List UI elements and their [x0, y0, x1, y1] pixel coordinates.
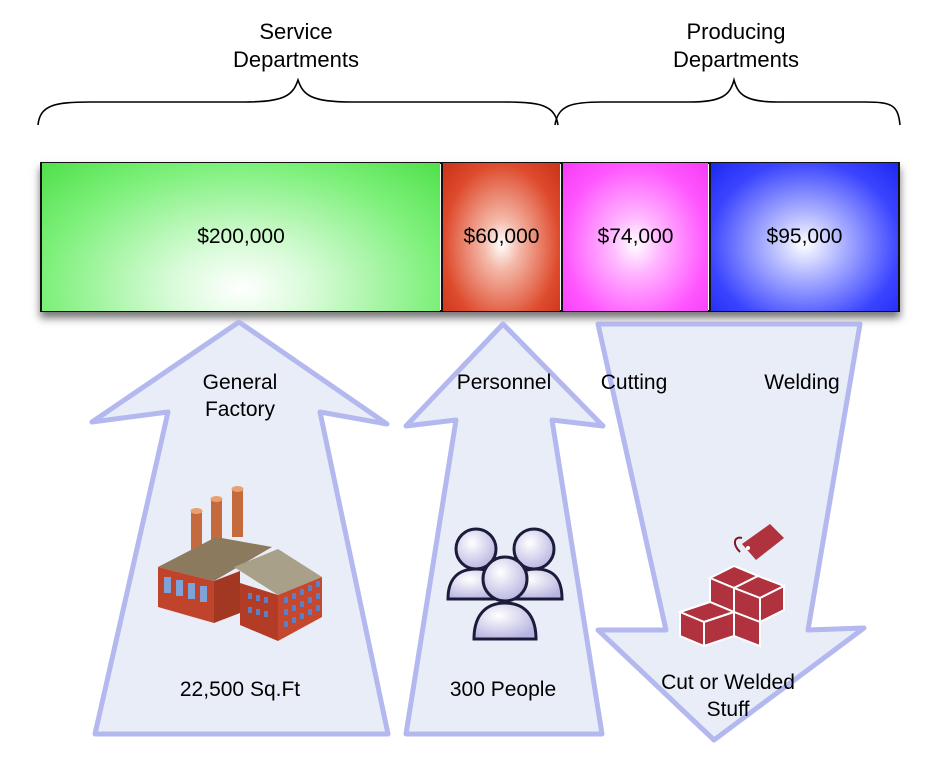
- segment-personnel: $60,000: [441, 163, 560, 311]
- segment-value: $200,000: [197, 225, 285, 248]
- factory-icon: [158, 486, 322, 641]
- producing-down-arrow: [595, 321, 867, 743]
- general-factory-label: General Factory: [202, 371, 278, 421]
- segment-value: $95,000: [766, 225, 843, 248]
- personnel-basis: 300 People: [449, 678, 557, 701]
- producing-departments-header: Producing Departments: [673, 19, 799, 72]
- producing-brace: [554, 76, 901, 126]
- general-factory-basis: 22,500 Sq.Ft: [179, 678, 301, 701]
- people-icon: [446, 527, 564, 641]
- segment-value: $74,000: [597, 225, 674, 248]
- gift-boxes-icon: [677, 524, 787, 648]
- allocation-arrows: [89, 319, 867, 743]
- segment-welding: $95,000: [709, 163, 898, 311]
- segment-general-factory: $200,000: [42, 163, 440, 311]
- service-brace: [37, 77, 559, 126]
- producing-output-label: Cut or Welded Stuff: [661, 671, 795, 721]
- personnel-up-arrow: [403, 321, 606, 737]
- braces: [37, 76, 901, 126]
- segment-value: $60,000: [463, 225, 540, 248]
- service-departments-header: Service Departments: [233, 19, 359, 72]
- segment-cutting: $74,000: [561, 163, 708, 311]
- cutting-label: Cutting: [600, 371, 668, 394]
- personnel-label: Personnel: [456, 371, 552, 394]
- welding-label: Welding: [764, 371, 840, 394]
